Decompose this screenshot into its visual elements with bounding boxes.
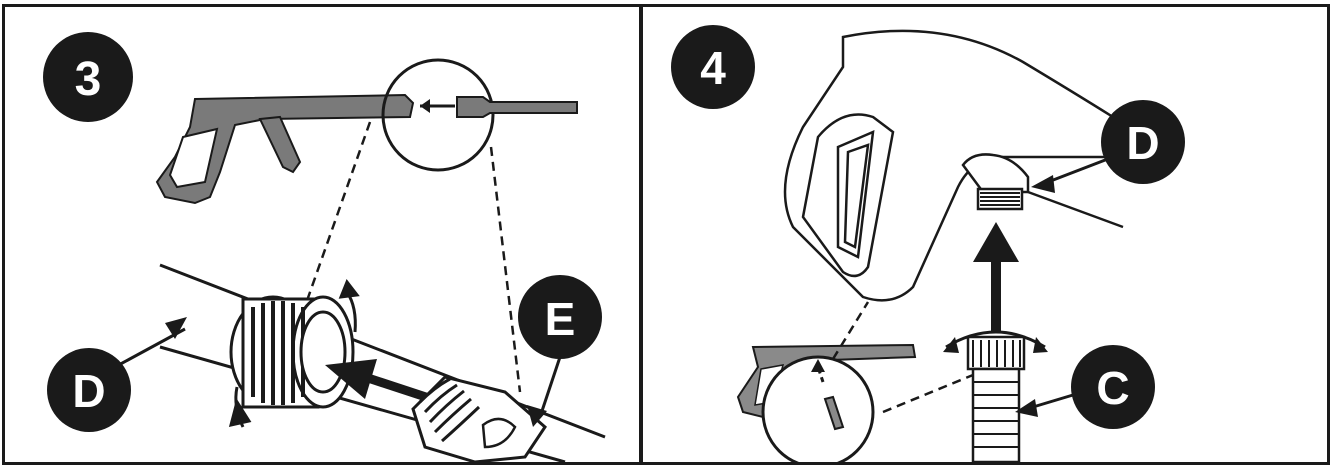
zoom-circle [381, 58, 578, 172]
label-e-badge: E [518, 275, 602, 427]
spray-gun-icon [155, 93, 415, 205]
insert-arrow [325, 359, 437, 405]
label-d-badge: D [47, 317, 187, 432]
step-number: 3 [75, 53, 102, 106]
label-c: C [1096, 362, 1129, 414]
label-c-badge: C [1015, 345, 1155, 429]
projection-lines [301, 121, 522, 393]
label-d: D [1126, 117, 1159, 169]
label-e: E [545, 293, 576, 345]
step-number: 4 [700, 42, 726, 94]
step-4-panel: 4 [640, 4, 1330, 465]
gun-body-large [783, 29, 1125, 302]
step-number-badge: 3 [43, 32, 133, 122]
step-3-illustration: 3 [43, 32, 606, 462]
step-number-badge: 4 [671, 25, 755, 109]
rotate-arrows [228, 278, 360, 428]
step-4-illustration: 4 [671, 25, 1185, 462]
label-d: D [72, 365, 105, 417]
projection-lines [831, 301, 974, 414]
connect-up-arrow [973, 222, 1019, 332]
small-gun-icon [736, 343, 917, 462]
knurled-coupling [229, 295, 355, 409]
gun-inlet-thread [976, 187, 1024, 211]
threaded-fitting [411, 375, 547, 462]
label-d-badge: D [1031, 100, 1185, 193]
step-3-panel: 3 [2, 4, 642, 465]
hose-coupling [943, 330, 1048, 462]
